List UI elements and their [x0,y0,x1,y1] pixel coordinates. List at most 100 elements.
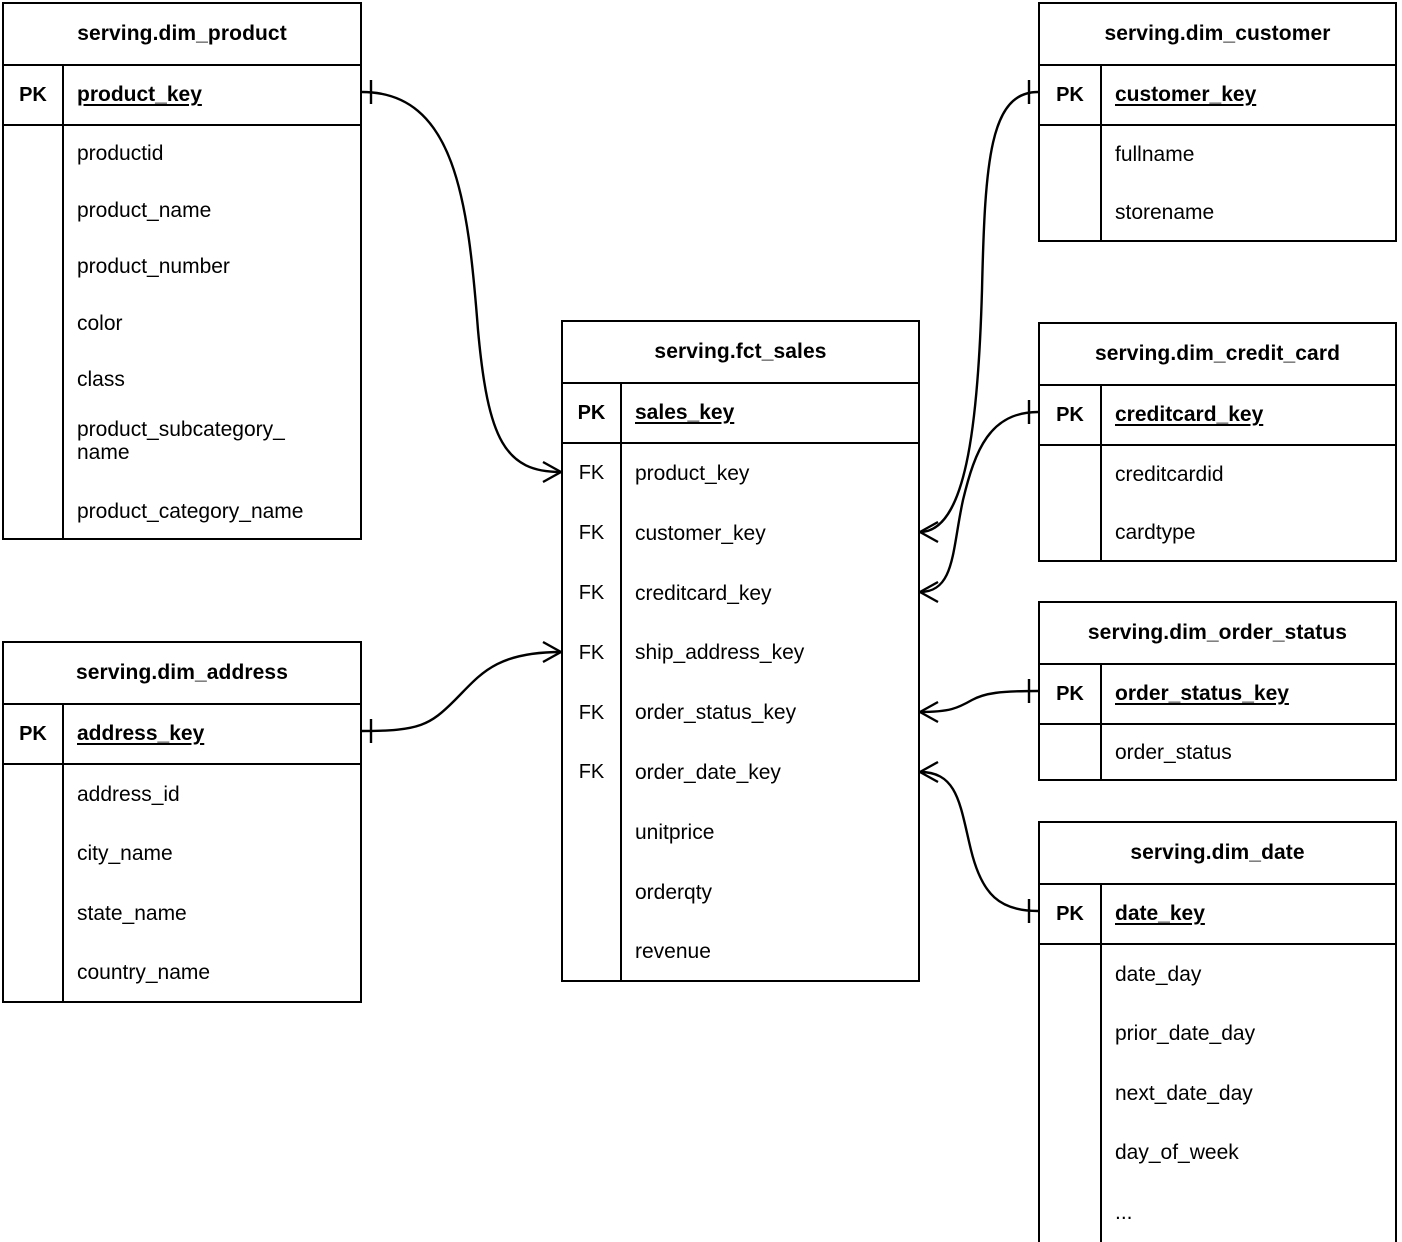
relationship-address [361,640,562,743]
crowfoot-address-upper [542,640,562,654]
attribute-row: day_of_week [1115,1141,1239,1165]
relationship-orderstatus [919,679,1039,724]
entity-dim-product[interactable]: serving.dim_product PK product_key produ… [2,2,362,540]
attribute-row: order_status_key [635,701,797,725]
attribute-row-ellipsis: ... [1115,1200,1133,1224]
relationship-product-path [361,90,562,474]
attribute-row: class [77,367,125,391]
fk-badge: FK [578,761,605,784]
entity-dim-order-status-title: serving.dim_order_status [1040,603,1395,665]
crowfoot-product-upper [542,460,562,474]
entity-fct-sales-attributes: FK FK FK FK FK FK product_key customer_k… [563,444,918,982]
pk-field-sales-key: sales_key [635,401,735,425]
relationship-creditcard-path [919,410,1039,594]
relationship-date-path [919,770,1039,913]
attribute-row: country_name [77,961,211,985]
entity-dim-date[interactable]: serving.dim_date PK date_key date_day pr… [1038,821,1397,1242]
relationship-creditcard [919,400,1039,604]
pk-field-product-key: product_key [77,83,202,107]
relationship-address-path [361,650,562,733]
key-badge-empty [563,922,620,982]
attribute-row: ship_address_key [635,641,805,665]
entity-dim-address[interactable]: serving.dim_address PK address_key addre… [2,641,362,1003]
relationship-customer-path [919,90,1039,534]
attribute-row: customer_key [635,521,766,545]
entity-dim-credit-card-attributes: creditcardid cardtype [1040,446,1395,562]
crowfoot-product-lower [542,470,562,484]
entity-dim-credit-card[interactable]: serving.dim_credit_card PK creditcard_ke… [1038,322,1397,562]
entity-dim-product-pk-row: PK product_key [4,66,360,126]
entity-dim-customer-attributes: fullname storename [1040,126,1395,242]
entity-dim-product-attributes: productid product_name product_number co… [4,126,360,540]
attribute-row: unitprice [635,820,715,844]
attribute-row: state_name [77,901,187,925]
attribute-row: fullname [1115,143,1195,167]
attribute-row: revenue [635,940,711,964]
entity-dim-order-status[interactable]: serving.dim_order_status PK order_status… [1038,601,1397,781]
entity-dim-address-title: serving.dim_address [4,643,360,705]
entity-dim-address-pk-row: PK address_key [4,705,360,765]
crowfoot-orderstatus-lower [919,710,939,724]
pk-field-date-key: date_key [1115,902,1205,926]
entity-dim-order-status-pk-row: PK order_status_key [1040,665,1395,725]
entity-fct-sales-pk-row: PK sales_key [563,384,918,444]
entity-fct-sales-title: serving.fct_sales [563,322,918,384]
fk-badge: FK [578,462,605,485]
attribute-row: product_subcategory_ name [77,417,285,465]
entity-dim-address-attributes: address_id city_name state_name country_… [4,765,360,1003]
crowfoot-customer-lower [919,530,939,544]
entity-dim-date-pk-row: PK date_key [1040,885,1395,945]
attribute-row: product_category_name [77,500,304,524]
pk-badge: PK [1056,682,1084,705]
entity-dim-order-status-attributes: order_status [1040,725,1395,781]
relationship-orderstatus-path [919,689,1039,714]
attribute-row: creditcard_key [635,581,772,605]
pk-badge: PK [1056,403,1084,426]
attribute-row: cardtype [1115,521,1196,545]
crowfoot-customer-upper [919,520,939,534]
fk-badge: FK [578,581,605,604]
entity-fct-sales[interactable]: serving.fct_sales PK sales_key FK FK FK … [561,320,920,982]
entity-dim-credit-card-pk-row: PK creditcard_key [1040,386,1395,446]
fk-badge: FK [578,701,605,724]
pk-field-order-status-key: order_status_key [1115,682,1289,706]
entity-dim-customer-pk-row: PK customer_key [1040,66,1395,126]
entity-dim-product-title: serving.dim_product [4,4,360,66]
pk-badge: PK [577,401,606,424]
attribute-row: creditcardid [1115,463,1224,487]
pk-badge: PK [19,722,47,745]
attribute-row: order_status [1115,741,1232,765]
key-badge-empty [563,862,620,922]
pk-field-customer-key: customer_key [1115,83,1257,107]
attribute-row: prior_date_day [1115,1022,1256,1046]
fk-badge: FK [578,522,605,545]
relationship-date [919,760,1039,923]
crowfoot-date-upper [919,760,939,774]
attribute-row: storename [1115,201,1215,225]
pk-field-address-key: address_key [77,722,205,746]
attribute-row: next_date_day [1115,1081,1253,1105]
relationship-product [361,80,562,484]
entity-dim-date-title: serving.dim_date [1040,823,1395,885]
entity-dim-date-attributes: date_day prior_date_day next_date_day da… [1040,945,1395,1242]
attribute-row: product_number [77,255,230,279]
entity-dim-credit-card-title: serving.dim_credit_card [1040,324,1395,386]
attribute-row: order_date_key [635,761,781,785]
crowfoot-address-lower [542,650,562,664]
attribute-row: orderqty [635,880,713,904]
attribute-row: city_name [77,842,173,866]
attribute-row: productid [77,142,164,166]
pk-badge: PK [1056,83,1084,106]
relationship-customer [919,80,1039,544]
entity-dim-customer-title: serving.dim_customer [1040,4,1395,66]
entity-dim-customer[interactable]: serving.dim_customer PK customer_key ful… [1038,2,1397,242]
crowfoot-orderstatus-upper [919,700,939,714]
attribute-row: product_key [635,462,750,486]
pk-field-creditcard-key: creditcard_key [1115,403,1264,427]
crowfoot-creditcard-lower [919,590,939,604]
crowfoot-creditcard-upper [919,580,939,594]
attribute-row: color [77,311,123,335]
pk-badge: PK [19,83,47,106]
